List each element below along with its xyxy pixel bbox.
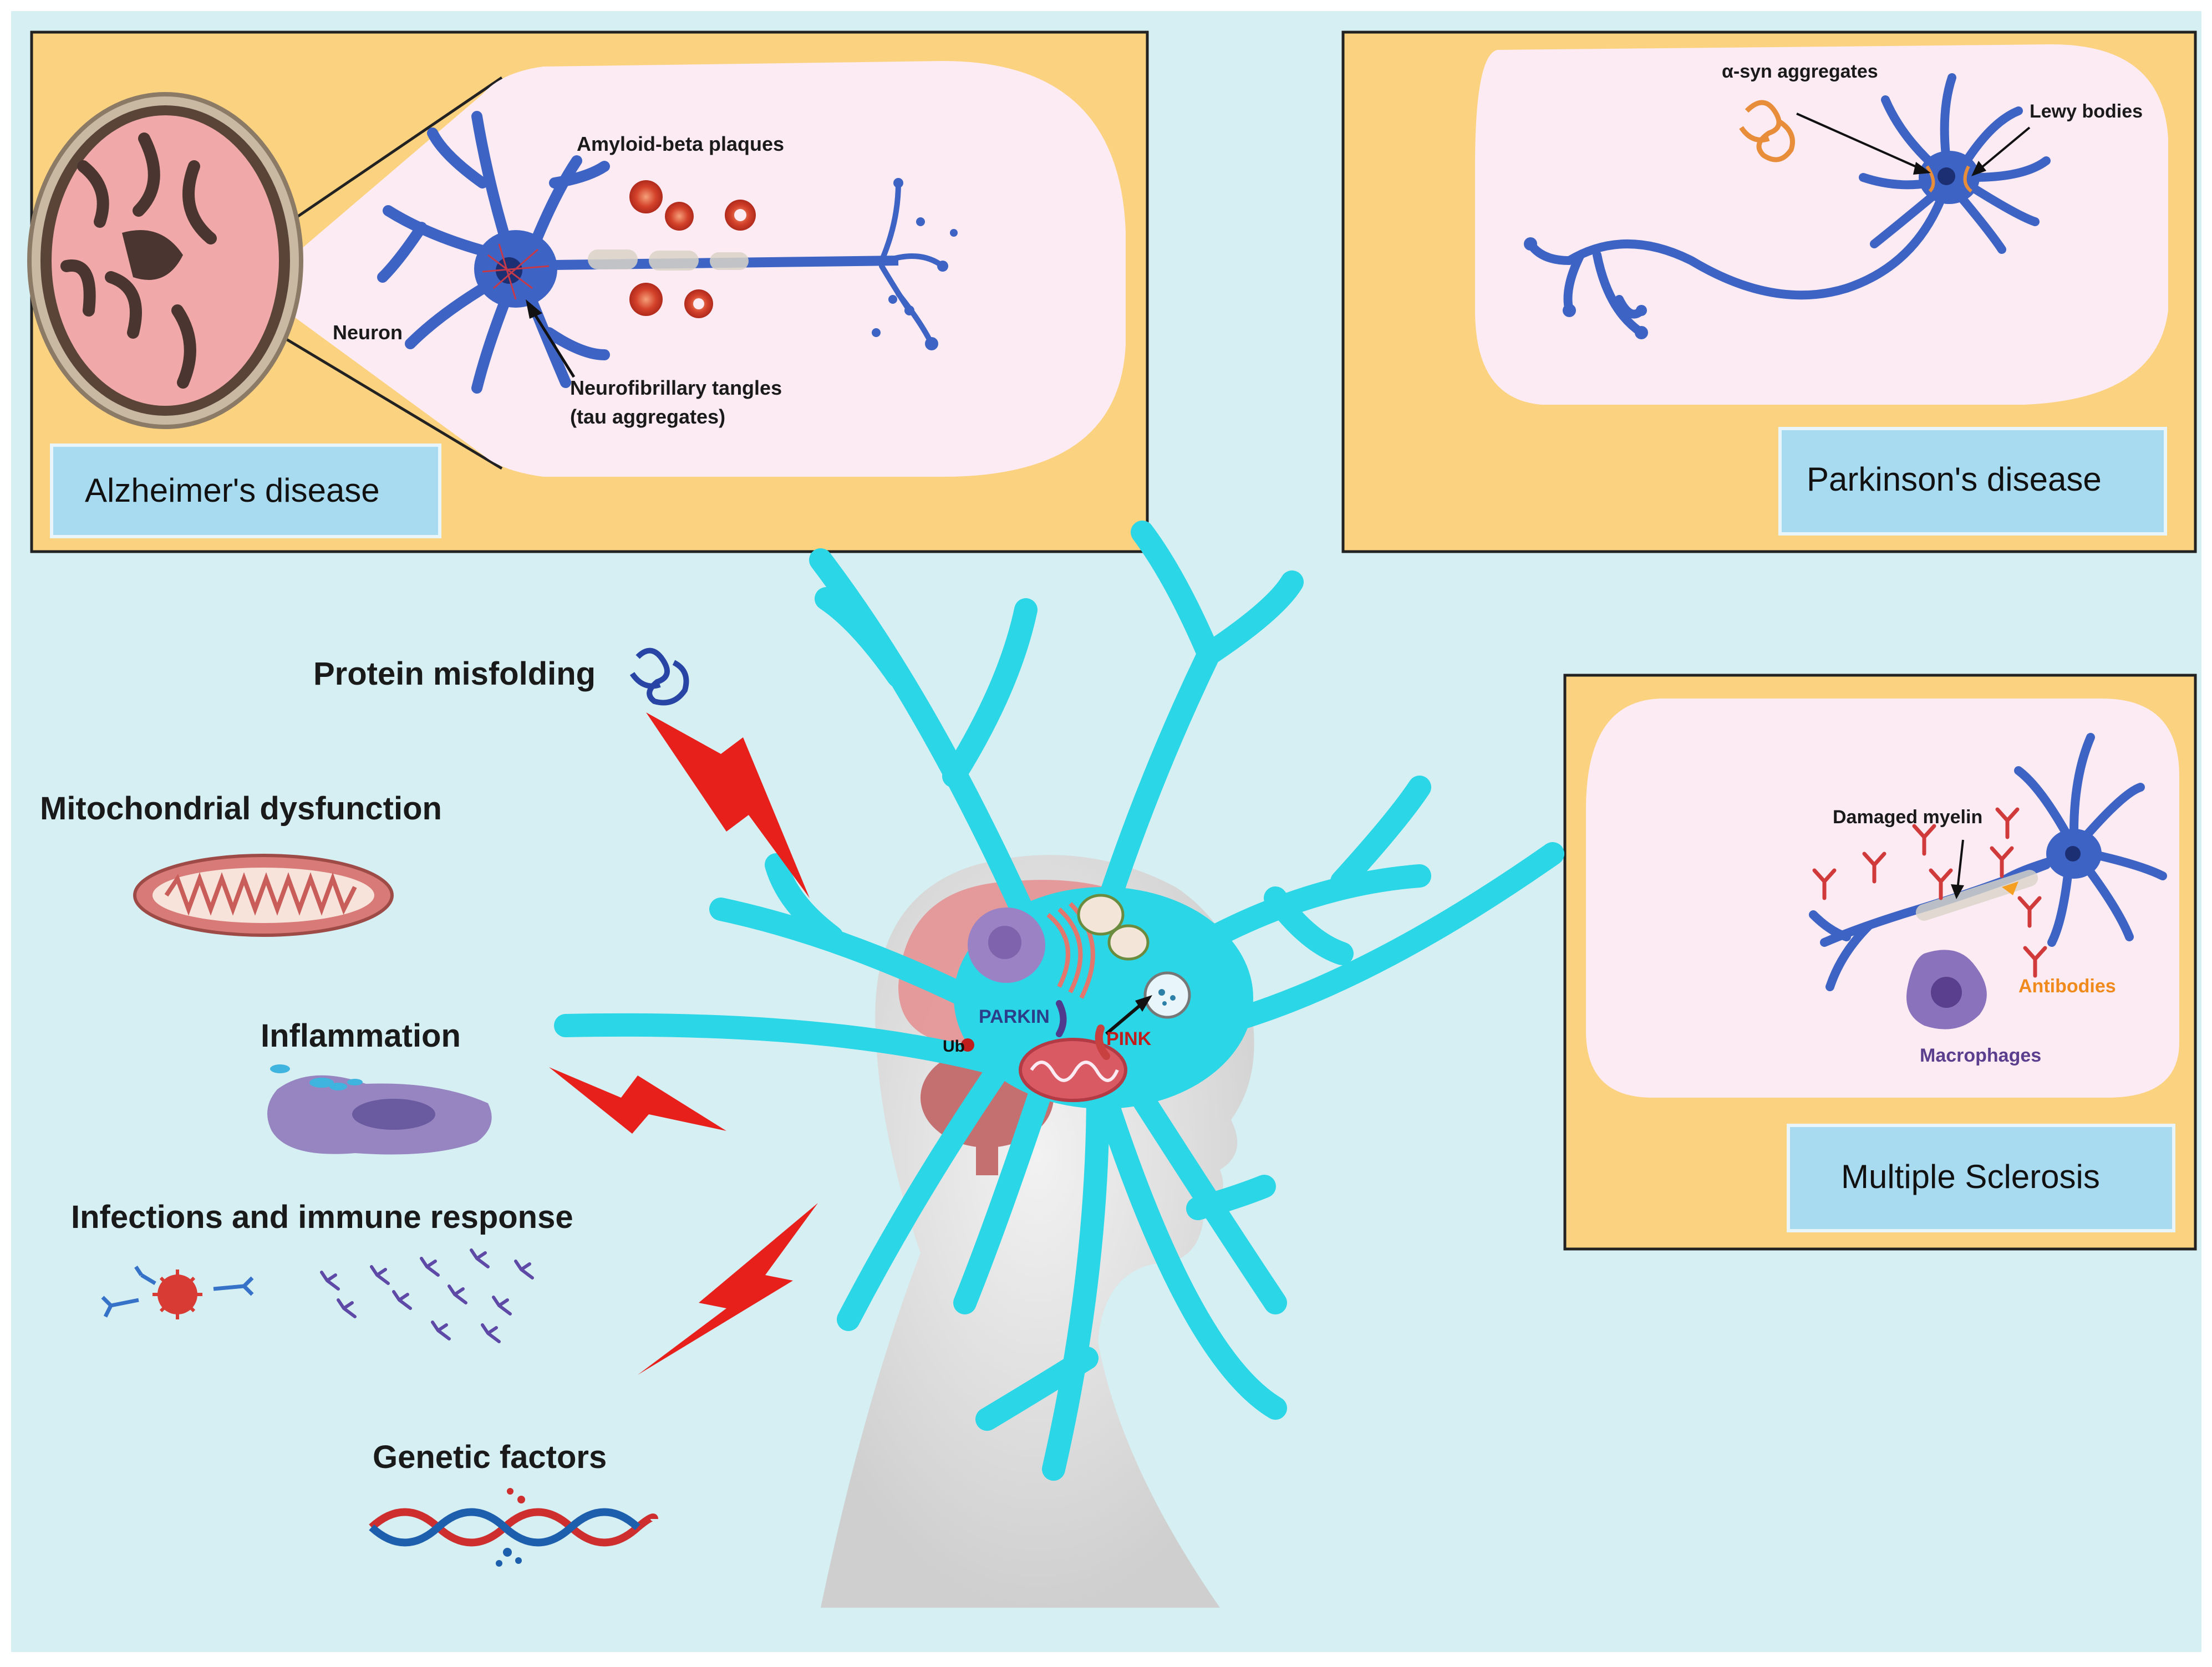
macrophage-icon bbox=[1906, 950, 1987, 1029]
ms-title: Multiple Sclerosis bbox=[1841, 1158, 2100, 1195]
antibody-cloud-icon bbox=[320, 1248, 534, 1343]
protein-misfolding-icon bbox=[629, 648, 689, 706]
alzheimers-title: Alzheimer's disease bbox=[85, 472, 380, 509]
label-lewy: Lewy bodies bbox=[2030, 101, 2143, 122]
bolt-1-icon bbox=[646, 712, 810, 898]
bolt-3-icon bbox=[638, 1203, 818, 1375]
label-neuron: Neuron bbox=[333, 321, 403, 344]
central-neuron-icon: PARKIN Ub PINK bbox=[554, 521, 1564, 1481]
label-antibodies: Antibodies bbox=[2018, 976, 2116, 997]
factor-infections: Infections and immune response bbox=[71, 1199, 573, 1235]
factor-mitochondrial: Mitochondrial dysfunction bbox=[40, 791, 442, 827]
label-tangles-line1: Neurofibrillary tangles bbox=[570, 376, 782, 399]
ms-title-box bbox=[1787, 1124, 2175, 1232]
label-parkin: PARKIN bbox=[979, 1006, 1050, 1027]
dna-icon bbox=[369, 1488, 658, 1567]
amyloid-plaques-icon bbox=[629, 180, 756, 318]
alzheimers-title-box bbox=[50, 443, 441, 538]
brain-section-icon bbox=[27, 92, 303, 429]
label-asyn: α-syn aggregates bbox=[1722, 61, 1878, 82]
label-myelin: Damaged myelin bbox=[1833, 807, 1982, 828]
label-macrophages: Macrophages bbox=[1920, 1045, 2041, 1066]
parkinsons-title: Parkinson's disease bbox=[1807, 461, 2102, 498]
factor-inflammation: Inflammation bbox=[261, 1018, 461, 1054]
parkinsons-panel: α-syn aggregates Lewy bodies Parkinson's… bbox=[1341, 30, 2197, 553]
factor-genetic: Genetic factors bbox=[373, 1439, 607, 1475]
inflammatory-cell-icon bbox=[267, 1064, 492, 1155]
ms-bubble bbox=[1586, 699, 2179, 1098]
label-pink: PINK bbox=[1106, 1028, 1152, 1049]
parkinsons-neuron-icon bbox=[1524, 73, 2051, 339]
lightning-bolts bbox=[549, 712, 818, 1375]
virus-antibody-icon bbox=[101, 1266, 254, 1319]
antibodies-icon bbox=[1812, 807, 2047, 978]
ms-panel: Damaged myelin Antibodies Macrophages Mu… bbox=[1563, 674, 2197, 1251]
ms-neuron-icon bbox=[1809, 733, 2167, 991]
label-amyloid: Amyloid-beta plaques bbox=[577, 132, 784, 155]
bolt-2-icon bbox=[549, 1067, 726, 1134]
parkinsons-bubble bbox=[1475, 44, 2168, 405]
alzheimers-neuron-icon bbox=[377, 111, 958, 394]
asyn-aggregate-icon bbox=[1739, 100, 1795, 162]
label-tangles-line2: (tau aggregates) bbox=[570, 405, 725, 428]
mitochondrion-icon bbox=[133, 854, 394, 937]
factor-protein-misfolding: Protein misfolding bbox=[313, 656, 596, 692]
alzheimers-panel: Amyloid-beta plaques Neuron Neurofibrill… bbox=[27, 30, 1149, 553]
parkinsons-title-box bbox=[1778, 427, 2167, 536]
label-ub: Ub bbox=[943, 1037, 965, 1056]
